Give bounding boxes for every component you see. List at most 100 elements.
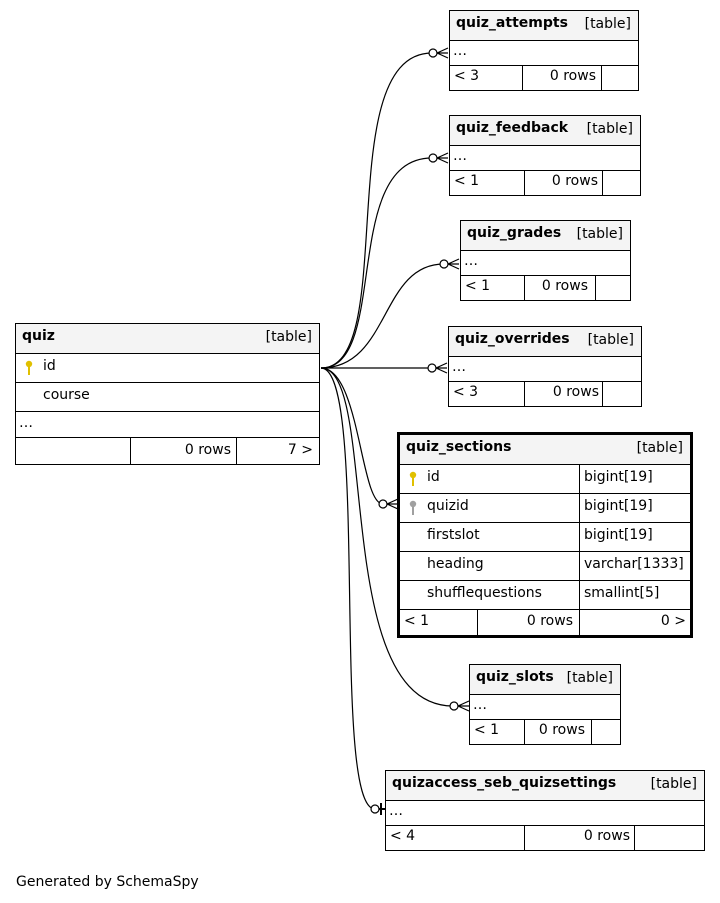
- column-type: bigint[19]: [584, 469, 653, 485]
- ellipsis-text: …: [453, 43, 467, 59]
- edge-quiz-feedback: [320, 157, 433, 369]
- table-type: [table]: [587, 332, 634, 348]
- table-header: quizaccess_seb_quizsettings [table]: [386, 771, 704, 800]
- column-type: bigint[19]: [584, 527, 653, 543]
- table-quiz[interactable]: quiz [table] id course … 0 rows 7 >: [15, 323, 320, 465]
- ellipsis-text: …: [19, 415, 33, 431]
- table-header: quiz_feedback [table]: [450, 116, 640, 145]
- column-row: id: [16, 353, 319, 382]
- table-quiz-grades[interactable]: quiz_grades [table] … < 1 0 rows: [460, 220, 631, 301]
- row-count: 0 rows: [549, 68, 596, 84]
- column-row: quizid bigint[19]: [400, 493, 690, 522]
- column-row: course: [16, 382, 319, 411]
- row-count: 0 rows: [583, 828, 630, 844]
- ellipsis-row: …: [470, 694, 620, 719]
- table-quiz-sections[interactable]: quiz_sections [table] id bigint[19] quiz…: [397, 432, 693, 638]
- table-type: [table]: [566, 670, 613, 686]
- parents-count: < 3: [453, 384, 479, 400]
- table-name: quiz: [22, 328, 55, 344]
- column-type: varchar[1333]: [584, 556, 684, 572]
- table-footer: < 1 0 rows 0 >: [400, 609, 690, 635]
- table-name: quiz_slots: [476, 669, 554, 685]
- column-name: shufflequestions: [427, 585, 542, 601]
- table-header: quiz_grades [table]: [461, 221, 630, 250]
- parents-count: < 3: [454, 68, 480, 84]
- column-name: course: [43, 387, 90, 403]
- ellipsis-text: …: [464, 253, 478, 269]
- table-name: quiz_grades: [467, 225, 562, 241]
- table-type: [table]: [586, 121, 633, 137]
- ellipsis-text: …: [453, 148, 467, 164]
- foreign-key-icon: [409, 500, 417, 515]
- column-row: shufflequestions smallint[5]: [400, 580, 690, 609]
- edge-quizaccess-seb: [320, 367, 376, 810]
- parents-count: < 1: [404, 613, 430, 629]
- table-name: quiz_sections: [406, 439, 512, 455]
- column-name: quizid: [427, 498, 469, 514]
- row-count: 0 rows: [551, 173, 598, 189]
- table-type: [table]: [636, 440, 683, 456]
- table-quiz-attempts[interactable]: quiz_attempts [table] … < 3 0 rows: [449, 10, 639, 91]
- table-footer: < 1 0 rows: [470, 719, 620, 744]
- ellipsis-row: …: [461, 250, 630, 275]
- column-row: heading varchar[1333]: [400, 551, 690, 580]
- table-type: [table]: [584, 16, 631, 32]
- table-name: quiz_attempts: [456, 15, 568, 31]
- column-row: firstslot bigint[19]: [400, 522, 690, 551]
- ellipsis-row: …: [16, 411, 319, 437]
- table-footer: < 1 0 rows: [461, 275, 630, 300]
- table-footer: < 1 0 rows: [450, 170, 640, 195]
- children-count: 0 >: [660, 613, 686, 629]
- primary-key-icon: [409, 471, 417, 486]
- ellipsis-row: …: [450, 40, 638, 65]
- ellipsis-text: …: [389, 803, 403, 819]
- ellipsis-row: …: [386, 800, 704, 825]
- row-count: 0 rows: [184, 442, 231, 458]
- row-count: 0 rows: [552, 384, 599, 400]
- table-name: quiz_overrides: [455, 331, 570, 347]
- edge-quiz-sections: [320, 367, 384, 505]
- generated-by-text: Generated by SchemaSpy: [16, 874, 199, 890]
- ellipsis-text: …: [452, 359, 466, 375]
- table-type: [table]: [650, 776, 697, 792]
- parents-count: < 1: [454, 173, 480, 189]
- table-quiz-slots[interactable]: quiz_slots [table] … < 1 0 rows: [469, 664, 621, 745]
- table-header: quiz_slots [table]: [470, 665, 620, 694]
- parents-count: < 1: [465, 278, 491, 294]
- primary-key-icon: [25, 360, 33, 375]
- table-type: [table]: [265, 329, 312, 345]
- table-footer: 0 rows 7 >: [16, 437, 319, 464]
- row-count: 0 rows: [541, 278, 588, 294]
- column-name: firstslot: [427, 527, 480, 543]
- table-header: quiz_attempts [table]: [450, 11, 638, 40]
- table-header: quiz_overrides [table]: [449, 327, 641, 356]
- table-header: quiz [table]: [16, 324, 319, 353]
- table-header: quiz_sections [table]: [400, 435, 690, 464]
- parents-count: < 1: [474, 722, 500, 738]
- parents-count: < 4: [390, 828, 416, 844]
- table-quizaccess-seb-quizsettings[interactable]: quizaccess_seb_quizsettings [table] … < …: [385, 770, 705, 851]
- children-count: 7 >: [287, 442, 313, 458]
- ellipsis-row: …: [449, 356, 641, 381]
- table-footer: < 4 0 rows: [386, 825, 704, 850]
- edge-quiz-attempts: [320, 52, 433, 369]
- column-name: heading: [427, 556, 484, 572]
- column-name: id: [427, 469, 440, 485]
- table-name: quizaccess_seb_quizsettings: [392, 775, 617, 791]
- edge-quiz-grades: [320, 263, 445, 369]
- table-name: quiz_feedback: [456, 120, 569, 136]
- column-type: bigint[19]: [584, 498, 653, 514]
- edge-quiz-slots: [320, 367, 454, 707]
- ellipsis-row: …: [450, 145, 640, 170]
- row-count: 0 rows: [538, 722, 585, 738]
- column-type: smallint[5]: [584, 585, 660, 601]
- row-count: 0 rows: [526, 613, 573, 629]
- table-quiz-overrides[interactable]: quiz_overrides [table] … < 3 0 rows: [448, 326, 642, 407]
- table-footer: < 3 0 rows: [449, 381, 641, 406]
- table-quiz-feedback[interactable]: quiz_feedback [table] … < 1 0 rows: [449, 115, 641, 196]
- column-row: id bigint[19]: [400, 464, 690, 493]
- table-footer: < 3 0 rows: [450, 65, 638, 90]
- column-name: id: [43, 358, 56, 374]
